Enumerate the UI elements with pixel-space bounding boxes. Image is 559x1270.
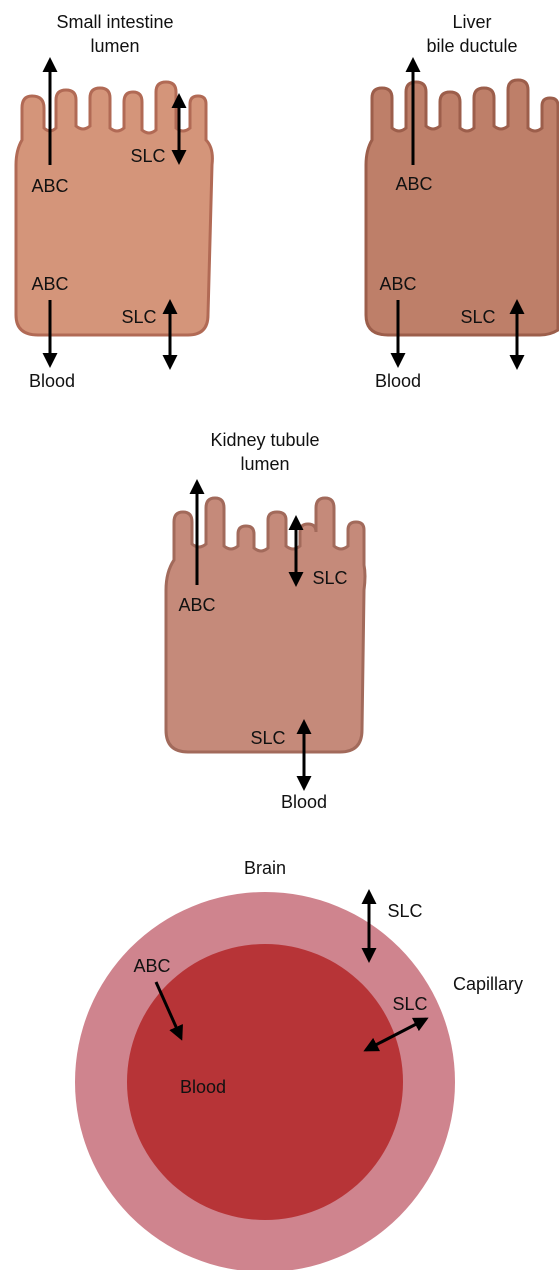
intestine-title-line1: Small intestine	[56, 12, 173, 32]
brain-blood-label: Blood	[180, 1077, 226, 1097]
kidney-basal-slc-label: SLC	[250, 728, 285, 748]
intestine-cell	[16, 82, 212, 335]
kidney-apical-slc-label: SLC	[312, 568, 347, 588]
blood-lumen	[127, 944, 403, 1220]
liver-title-line1: Liver	[452, 12, 491, 32]
intestine-title-line2: lumen	[90, 36, 139, 56]
brain-outer-slc-label: SLC	[387, 901, 422, 921]
intestine-panel: Small intestine lumen ABC SLC ABC SLC Bl…	[16, 12, 212, 391]
intestine-apical-slc-label: SLC	[130, 146, 165, 166]
kidney-blood-label: Blood	[281, 792, 327, 812]
kidney-apical-abc-label: ABC	[178, 595, 215, 615]
kidney-title-line1: Kidney tubule	[210, 430, 319, 450]
liver-apical-abc-label: ABC	[395, 174, 432, 194]
intestine-basal-abc-label: ABC	[31, 274, 68, 294]
brain-abc-label: ABC	[133, 956, 170, 976]
brain-inner-slc-label: SLC	[392, 994, 427, 1014]
capillary-label: Capillary	[453, 974, 523, 994]
brain-panel: Brain SLC Capillary SLC ABC Blood	[75, 858, 523, 1270]
liver-cell	[366, 80, 558, 335]
liver-basal-abc-label: ABC	[379, 274, 416, 294]
kidney-panel: Kidney tubule lumen ABC SLC SLC Blood	[166, 430, 365, 812]
liver-blood-label: Blood	[375, 371, 421, 391]
liver-title-line2: bile ductule	[426, 36, 517, 56]
brain-title: Brain	[244, 858, 286, 878]
intestine-apical-abc-label: ABC	[31, 176, 68, 196]
intestine-blood-label: Blood	[29, 371, 75, 391]
liver-panel: Liver bile ductule ABC ABC SLC Blood	[366, 12, 558, 391]
liver-basal-slc-label: SLC	[460, 307, 495, 327]
intestine-basal-slc-label: SLC	[121, 307, 156, 327]
kidney-title-line2: lumen	[240, 454, 289, 474]
